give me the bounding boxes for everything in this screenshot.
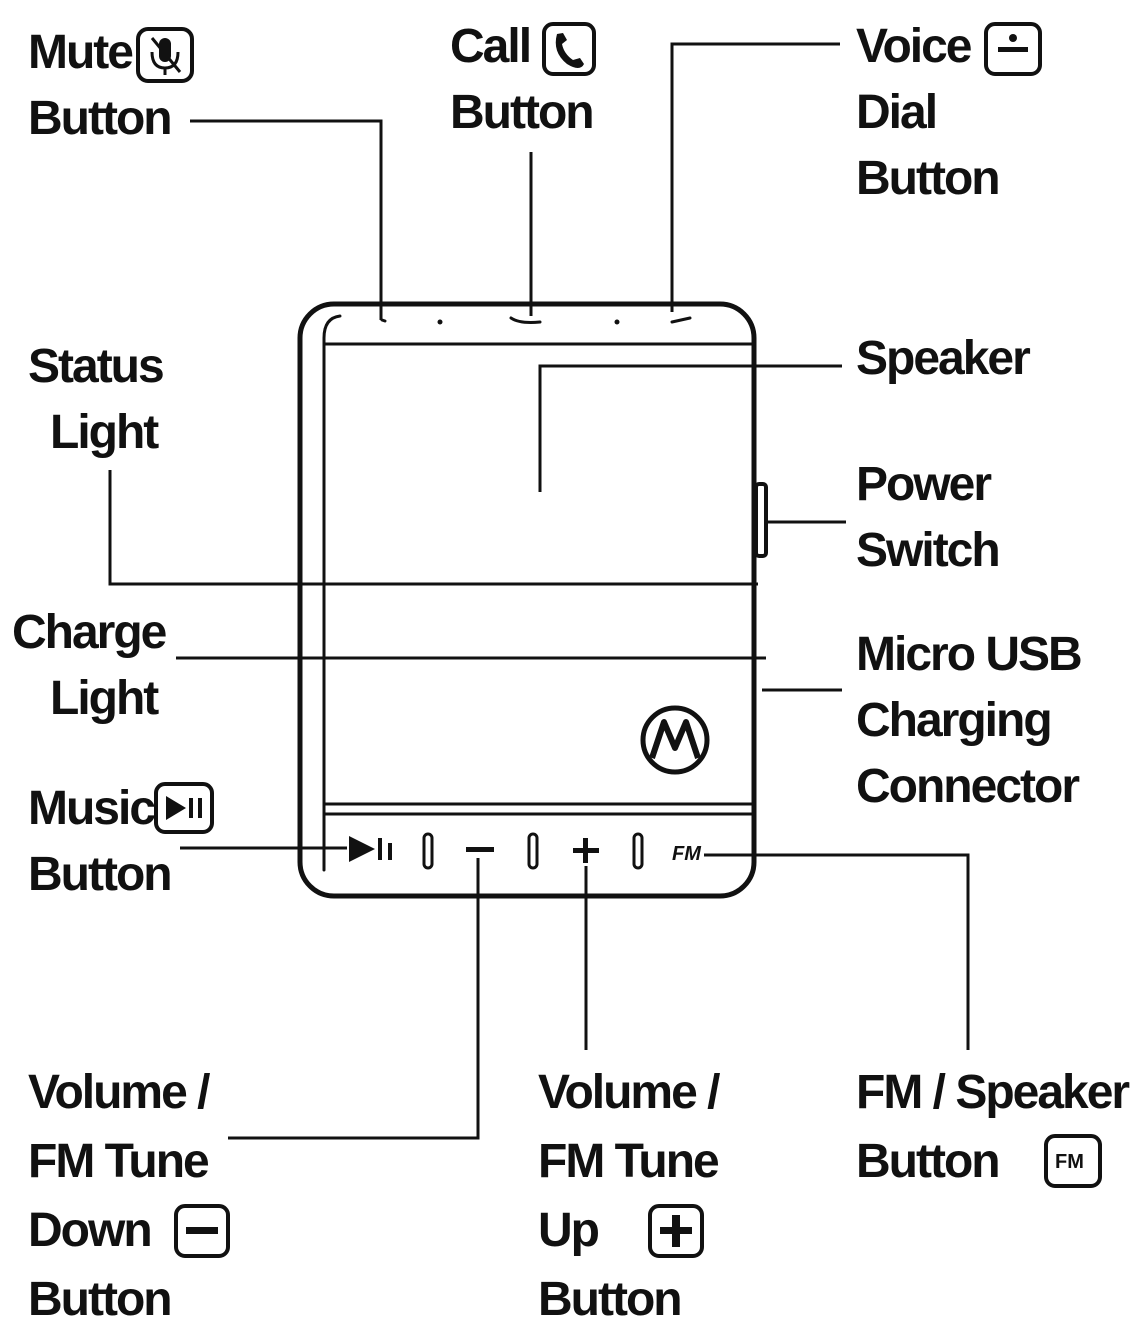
strip-divider-1: [422, 832, 434, 870]
fm-icon: FM: [672, 843, 702, 865]
phone-handset-icon: [542, 22, 596, 76]
leader-fm: [704, 853, 970, 1050]
minus-badge-icon: [174, 1204, 230, 1258]
top-button-mark-call: [509, 316, 542, 324]
strip-divider-2: [527, 832, 539, 870]
leader-mute: [190, 119, 383, 320]
play-pause-icon-bar-1: [378, 838, 382, 860]
minus-icon: [466, 847, 494, 852]
play-pause-icon: [349, 836, 375, 862]
leader-voice: [670, 42, 840, 312]
top-button-mark-mute: [380, 318, 387, 323]
plus-icon-v: [583, 838, 588, 863]
device-inner-left-edge: [322, 314, 342, 872]
top-button-mark-voice: [670, 316, 692, 324]
leader-voldown: [228, 858, 480, 1140]
leader-lines: [108, 42, 970, 1140]
fm-badge-text: FM: [1055, 1151, 1084, 1173]
power-switch: [754, 482, 768, 558]
music-play-pause-badge: [154, 782, 214, 834]
leader-speaker: [538, 364, 842, 492]
fm-badge-icon: FM: [1044, 1134, 1102, 1188]
voice-dial-icon: [984, 22, 1042, 76]
top-button-mark-dot-2: [614, 319, 620, 325]
top-button-mark-dot-1: [437, 319, 443, 325]
device-outer-outline: [297, 301, 757, 899]
play-pause-icon-bar-2: [388, 843, 392, 860]
leader-status: [108, 470, 758, 586]
plus-badge-icon: [648, 1204, 704, 1258]
label-speaker: Speaker: [856, 332, 1031, 385]
strip-divider-3: [632, 832, 644, 870]
mute-badge: [136, 27, 194, 83]
motorola-logo-icon: [640, 705, 710, 775]
device-body: [297, 301, 768, 899]
control-strip: FM: [349, 832, 702, 870]
